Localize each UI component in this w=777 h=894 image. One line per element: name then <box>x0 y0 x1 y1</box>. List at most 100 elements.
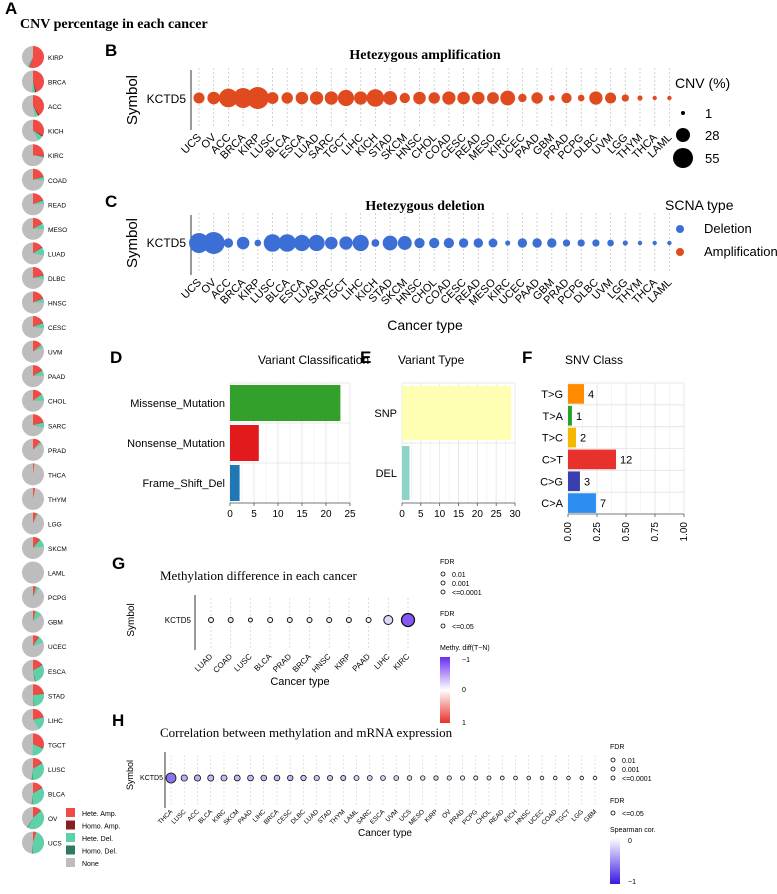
vartype-label-snp: SNP <box>374 408 397 420</box>
pie-slice-paad-homo-amp- <box>33 369 43 377</box>
snv-label-c-a: C>A <box>541 498 563 510</box>
snv-value-c-g: 3 <box>584 476 590 488</box>
pie-slice-gbm-hete-amp- <box>33 610 36 622</box>
snv-bar-c-a <box>568 493 596 513</box>
g-fdr-title: FDR <box>440 559 454 566</box>
pie-legend: Hete. Amp.Homo. Amp.Hete. Del.Homo. Del.… <box>66 808 121 868</box>
pie-label-acc: ACC <box>48 104 62 111</box>
corr-tick-tgct: TGCT <box>554 808 571 825</box>
snv-value-c-t: 12 <box>620 454 632 466</box>
snv-xtick-1: 0.25 <box>592 522 603 542</box>
pie-label-esca: ESCA <box>48 669 66 676</box>
pie-legend-swatch-homo-del- <box>66 845 75 855</box>
g-fdr-label-1: 0.01 <box>452 572 466 579</box>
del-dot-dlbc <box>592 239 600 247</box>
amp-dot-coad <box>442 91 456 105</box>
pie-slice-lusc-homo-del- <box>31 768 33 780</box>
h-spear-tick-bot: −1 <box>628 879 636 886</box>
vartype-bar-snp <box>402 386 512 440</box>
pie-label-kirp: KIRP <box>48 55 63 62</box>
meth-tick-coad: COAD <box>211 652 234 675</box>
pie-label-read: READ <box>48 202 66 209</box>
corr-dot-chol <box>486 775 492 781</box>
vartype-xtick-6: 30 <box>509 509 521 520</box>
varclass-xtick-4: 20 <box>320 509 332 520</box>
varclass-xtick-5: 25 <box>344 509 356 520</box>
amplification-dots: UCSOVACCBRCAKIRPLUSCBLCAESCALUADSARCTGCT… <box>179 68 675 163</box>
corr-dot-thca <box>165 772 177 784</box>
snv-label-t-g: T>G <box>541 389 563 401</box>
pie-slice-cesc-hete-amp- <box>33 316 43 328</box>
vartype-xtick-5: 25 <box>491 509 503 520</box>
amp-dot-blca <box>281 92 293 104</box>
corr-tick-luad: LUAD <box>303 808 320 825</box>
h-fdr-label-3: <=0.0001 <box>622 776 652 783</box>
pie-slice-lihc-hete-del- <box>33 717 44 730</box>
pie-slice-paad-hete-del- <box>33 370 44 377</box>
meth-dot-brca <box>306 617 313 623</box>
del-dot-hnsc <box>414 237 425 249</box>
corr-dot-hnsc <box>526 775 532 781</box>
amp-dot-sarc <box>324 91 338 105</box>
pie-slice-gbm-hete-del- <box>33 610 42 622</box>
pie-legend-swatch-hete-amp- <box>66 808 75 817</box>
pie-slice-tgct-homo-amp- <box>33 744 44 749</box>
pie-slice-stad-homo-del- <box>33 695 35 707</box>
pie-slice-esca-homo-amp- <box>33 664 43 671</box>
amp-dot-prad <box>561 92 572 104</box>
pie-label-chol: CHOL <box>48 399 66 406</box>
snv-xtick-4: 1.00 <box>679 522 690 542</box>
pie-label-skcm: SKCM <box>48 546 67 553</box>
amp-dot-read <box>472 91 485 105</box>
pie-label-prad: PRAD <box>48 448 66 455</box>
corr-dot-ucs <box>406 775 413 781</box>
pie-slice-acc-hete-del- <box>33 106 39 117</box>
amp-dot-paad <box>531 92 543 104</box>
corr-dot-esca <box>380 775 386 781</box>
pie-legend-label-none: None <box>82 861 99 868</box>
del-dot-lihc <box>352 234 369 252</box>
amp-dot-pcpg <box>577 94 585 102</box>
pie-slice-luad-hete-amp- <box>33 242 42 254</box>
corr-dot-stad <box>326 775 333 782</box>
h-fdr2-label: <=0.05 <box>622 811 644 818</box>
g-meth-title: Methy. diff(T−N) <box>440 645 490 652</box>
vartype-xtick-2: 10 <box>434 509 446 520</box>
pie-legend-label-homo-amp-: Homo. Amp. <box>82 824 121 831</box>
panel-g-title: Methylation difference in each cancer <box>160 568 357 583</box>
pie-legend-swatch-homo-amp- <box>66 820 75 830</box>
pie-slice-cesc-homo-amp- <box>33 322 44 328</box>
del-dot-cesc <box>458 238 469 248</box>
g-fdr-label-3: <=0.0001 <box>452 590 482 597</box>
del-dot-lusc <box>263 234 282 252</box>
pie-label-cesc: CESC <box>48 325 66 332</box>
pie-slice-ucs-hete-amp- <box>33 831 37 843</box>
panel-a-title: CNV percentage in each cancer <box>20 17 208 32</box>
meth-tick-brca: BRCA <box>291 652 314 675</box>
varclass-bar-nonsense-mutation <box>230 425 259 461</box>
snv-value-t-c: 2 <box>580 433 586 445</box>
panel-a-letter: A <box>5 0 17 18</box>
pie-slice-prad-hete-del- <box>33 441 42 450</box>
pie-label-pcpg: PCPG <box>48 595 66 602</box>
amp-dot-ucec <box>518 93 527 103</box>
del-dot-sarc <box>325 236 338 250</box>
corr-dot-cesc <box>287 774 294 782</box>
corr-dot-dlbc <box>300 774 307 782</box>
pie-label-dlbc: DLBC <box>48 276 66 283</box>
pie-slice-lusc-hete-amp- <box>33 757 42 769</box>
corr-dot-skcm <box>233 774 241 782</box>
pie-label-lgg: LGG <box>48 521 62 528</box>
corr-tick-read: READ <box>488 808 506 826</box>
meth-tick-luad: LUAD <box>193 652 215 674</box>
pie-slice-skcm-hete-amp- <box>33 537 40 548</box>
corr-dot-kirc <box>220 774 228 782</box>
pie-legend-swatch-hete-del- <box>66 833 75 842</box>
amp-dot-kich <box>366 89 385 107</box>
snv-value-t-g: 4 <box>588 389 594 401</box>
meth-tick-lihc: LIHC <box>372 652 391 671</box>
del-dot-kirc <box>505 240 511 246</box>
h-fdr-dot-3 <box>610 775 616 781</box>
